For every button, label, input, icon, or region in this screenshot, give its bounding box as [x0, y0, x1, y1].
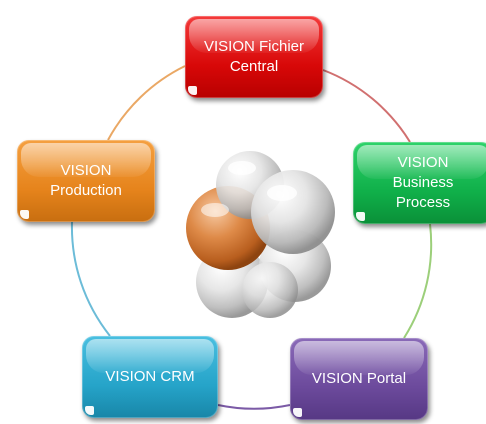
- node-label: VISION Business Process: [392, 154, 454, 211]
- node-vision-fichier-central[interactable]: VISION Fichier Central: [185, 16, 323, 98]
- node-label: VISION Portal: [311, 370, 407, 387]
- node-label: VISION Fichier Central: [203, 38, 305, 75]
- node-vision-business-process[interactable]: VISION Business Process: [353, 142, 486, 224]
- arc-blue-orange: [70, 221, 111, 337]
- node-label: VISION Production: [50, 162, 122, 199]
- arc-red-green: [322, 69, 411, 143]
- node-vision-production[interactable]: VISION Production: [17, 140, 155, 222]
- node-vision-crm[interactable]: VISION CRM: [82, 336, 218, 418]
- node-label: VISION CRM: [105, 368, 195, 385]
- node-vision-portal[interactable]: VISION Portal: [290, 338, 428, 420]
- arc-purple-blue: [217, 404, 291, 410]
- arc-orange-red: [107, 65, 186, 141]
- sphere-cluster-icon: [186, 151, 335, 318]
- arc-green-purple: [403, 223, 433, 339]
